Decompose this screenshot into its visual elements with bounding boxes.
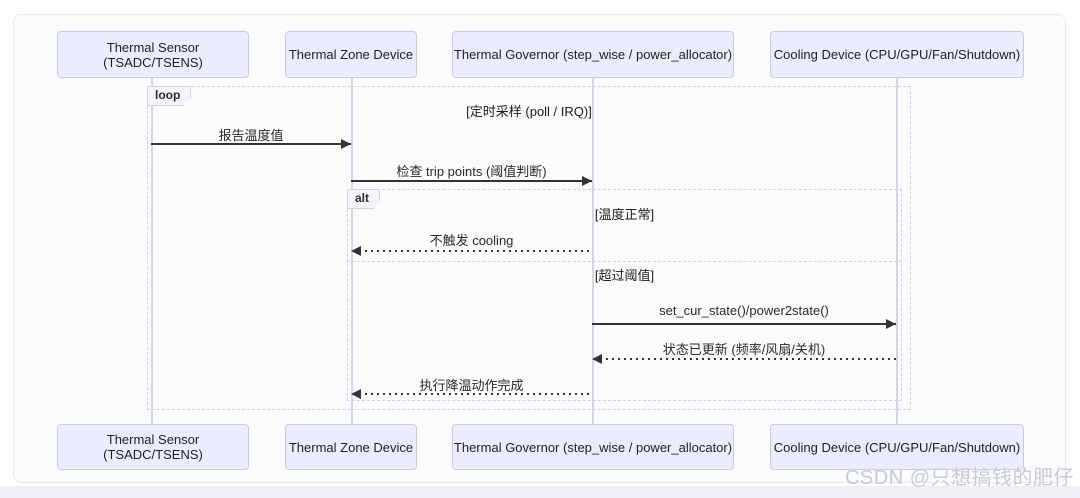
arrowhead-right-icon [886, 319, 896, 329]
message-line [359, 250, 592, 252]
message-check-trip-points: 检查 trip points (阈值判断) [396, 164, 547, 179]
diagram-canvas: loop [定时采样 (poll / IRQ)] alt [温度正常] [超过阈… [13, 14, 1066, 483]
arrowhead-left-icon [592, 354, 602, 364]
message-line [600, 358, 896, 360]
arrowhead-left-icon [351, 246, 361, 256]
lifeline-cooling-device [896, 78, 898, 424]
alt-guard-normal-text: [温度正常] [594, 207, 655, 222]
actor-thermal-zone-top: Thermal Zone Device [285, 31, 417, 78]
alt-guard-exceed-text: [超过阈值] [594, 268, 655, 283]
message-cooling-done: 执行降温动作完成 [419, 378, 524, 393]
actor-thermal-sensor-top: Thermal Sensor (TSADC/TSENS) [57, 31, 249, 78]
actor-thermal-governor-bottom: Thermal Governor (step_wise / power_allo… [452, 424, 734, 470]
loop-guard-text: [定时采样 (poll / IRQ)] [466, 104, 592, 119]
alt-divider [347, 261, 902, 262]
actor-cooling-device-bottom: Cooling Device (CPU/GPU/Fan/Shutdown) [770, 424, 1024, 470]
message-state-updated: 状态已更新 (频率/风扇/关机) [662, 342, 826, 357]
arrowhead-right-icon [582, 176, 592, 186]
message-line [151, 143, 351, 145]
actor-thermal-zone-bottom: Thermal Zone Device [285, 424, 417, 470]
actor-thermal-sensor-bottom: Thermal Sensor (TSADC/TSENS) [57, 424, 249, 470]
page-bottom-strip [0, 486, 1080, 498]
message-line [351, 180, 592, 182]
message-no-cooling: 不触发 cooling [429, 233, 514, 248]
lifeline-thermal-governor [592, 78, 594, 424]
message-set-cur-state: set_cur_state()/power2state() [659, 303, 829, 318]
actor-thermal-governor-top: Thermal Governor (step_wise / power_allo… [452, 31, 734, 78]
lifeline-thermal-sensor [151, 78, 153, 424]
loop-fragment-frame [147, 86, 911, 410]
message-line [592, 323, 896, 325]
message-report-temperature: 报告温度值 [218, 128, 284, 143]
alt-fragment-label: alt [347, 189, 381, 209]
arrowhead-left-icon [351, 389, 361, 399]
arrowhead-right-icon [341, 139, 351, 149]
loop-fragment-label: loop [147, 86, 192, 106]
csdn-watermark: CSDN @只想搞钱的肥仔 [844, 467, 1074, 489]
alt-fragment-frame [347, 189, 902, 401]
message-line [359, 393, 592, 395]
actor-cooling-device-top: Cooling Device (CPU/GPU/Fan/Shutdown) [770, 31, 1024, 78]
